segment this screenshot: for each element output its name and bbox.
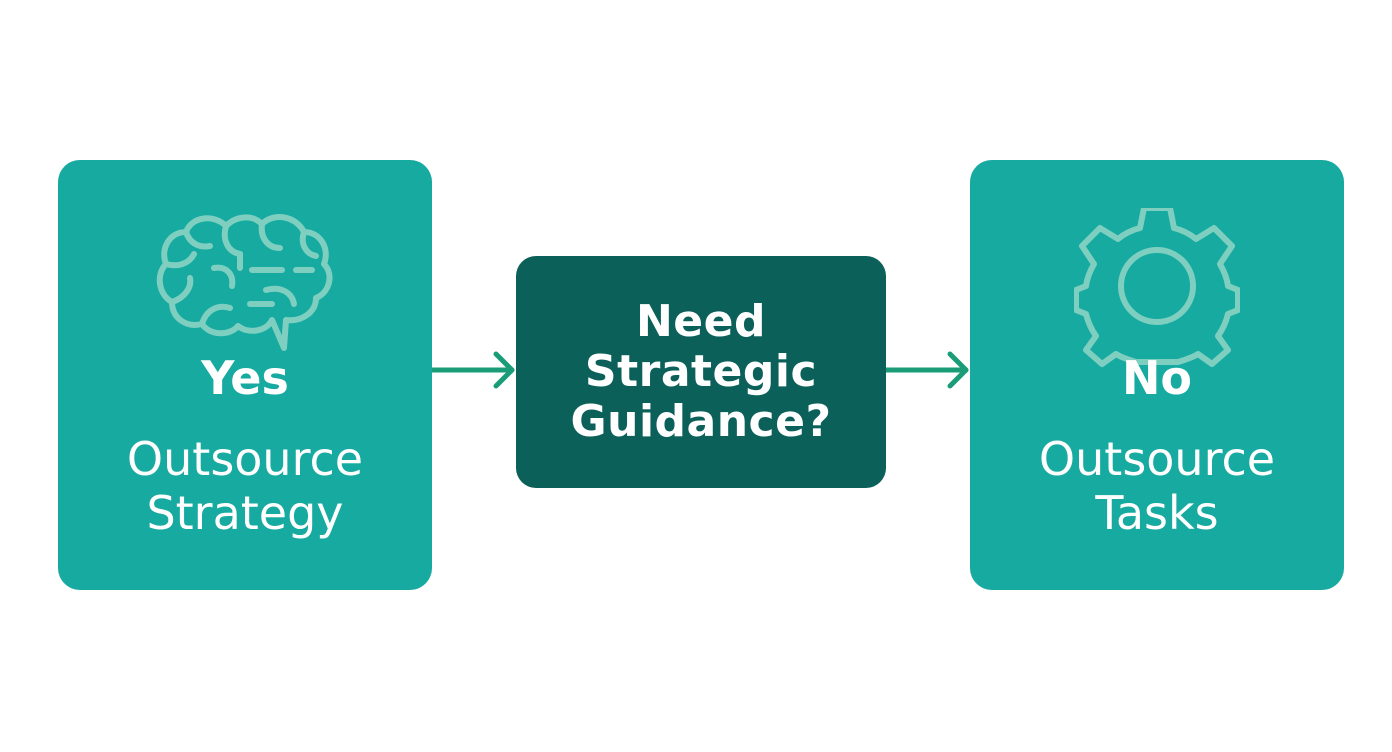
yes-label: Yes bbox=[201, 351, 289, 405]
decision-question: Need Strategic Guidance? bbox=[570, 296, 832, 447]
outsource-strategy-label: Outsource Strategy bbox=[126, 432, 364, 540]
no-label: No bbox=[1121, 351, 1193, 405]
outsource-tasks-label: Outsource Tasks bbox=[1038, 432, 1276, 540]
arrow-to-decision bbox=[432, 351, 515, 389]
brain-icon bbox=[156, 214, 333, 351]
gear-icon bbox=[1074, 208, 1240, 367]
decision-box: Need Strategic Guidance? bbox=[516, 256, 886, 488]
no-option-box: No Outsource Tasks bbox=[970, 160, 1344, 590]
yes-option-box: Yes Outsource Strategy bbox=[58, 160, 432, 590]
arrow-to-no-option bbox=[886, 351, 969, 389]
